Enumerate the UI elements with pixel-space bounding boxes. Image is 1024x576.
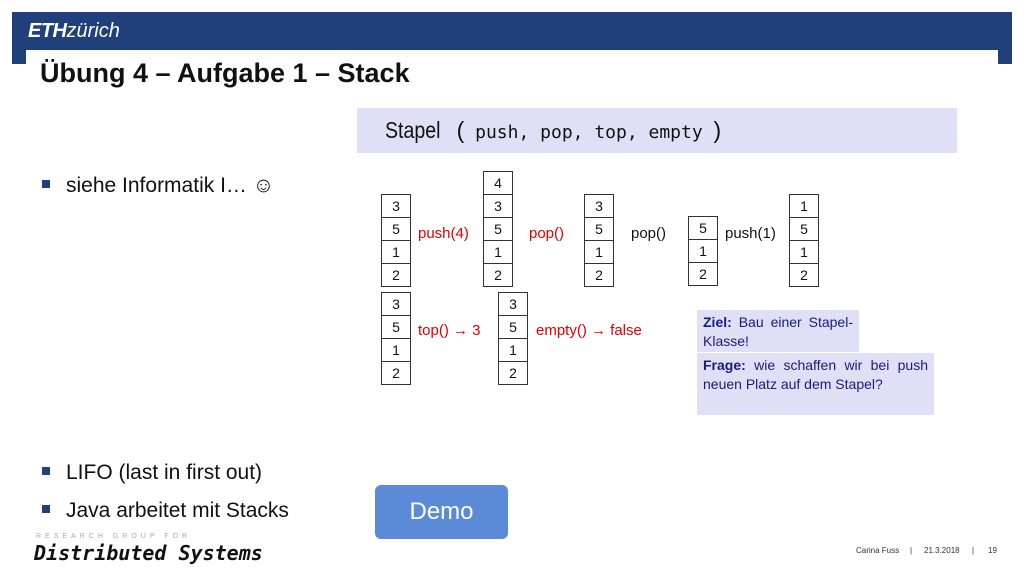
stapel-signature-box: Stapel ( push, pop, top, empty )	[357, 108, 957, 153]
stack-cell: 1	[688, 240, 718, 263]
stack-cell: 3	[498, 292, 528, 316]
bullet-1-text: siehe Informatik I… ☺	[66, 174, 275, 197]
stack-cell: 5	[584, 218, 614, 241]
ziel-text: Bau einer Stapel-Klasse!	[703, 314, 853, 349]
footer-sep-1: |	[910, 546, 913, 555]
eth-logo: ETHzürich	[28, 20, 120, 43]
footer-author: Carina Fuss	[856, 546, 900, 555]
stack-cell: 3	[381, 292, 411, 316]
stack-cell: 1	[381, 339, 411, 362]
header-bar: ETHzürich	[12, 12, 1012, 64]
slide-title: Übung 4 – Aufgabe 1 – Stack	[40, 58, 410, 88]
stack-cell: 2	[584, 264, 614, 287]
logo-bold: ETH	[28, 20, 67, 42]
stack-cell: 2	[381, 362, 411, 385]
stapel-open-paren: (	[456, 117, 465, 143]
footer-date: 21.3.2018	[924, 546, 960, 555]
bullet-3: Java arbeitet mit Stacks	[42, 499, 289, 523]
stack-cell: 5	[498, 316, 528, 339]
stack-cell: 5	[381, 218, 411, 241]
stack-cell: 5	[789, 218, 819, 241]
op-push1: push(1)	[725, 225, 776, 242]
research-group-label: RESEARCH GROUP FOR	[36, 533, 192, 540]
stack-cell: 1	[789, 194, 819, 218]
stack-cell: 4	[483, 171, 513, 195]
stack-cell: 2	[688, 263, 718, 286]
distributed-systems-logo: Distributed Systems	[34, 541, 263, 565]
stack-cell: 1	[381, 241, 411, 264]
header-notch-right	[998, 50, 1012, 64]
stapel-name: Stapel	[385, 117, 441, 143]
op-top: top() → 3	[418, 322, 481, 339]
stack-cell: 1	[789, 241, 819, 264]
stack-cell: 1	[483, 241, 513, 264]
bullet-1: siehe Informatik I… ☺	[42, 174, 274, 198]
ziel-note: Ziel: Bau einer Stapel-Klasse!	[697, 310, 859, 352]
stack-cell: 5	[688, 216, 718, 240]
stack-cell: 3	[584, 194, 614, 218]
bullet-2: LIFO (last in first out)	[42, 461, 262, 485]
bullet-square-icon	[42, 505, 50, 514]
logo-italic: zürich	[66, 20, 120, 42]
stapel-close-paren: )	[713, 117, 722, 143]
stack-cell: 5	[381, 316, 411, 339]
frage-label: Frage:	[703, 357, 746, 373]
stack-cell: 2	[381, 264, 411, 287]
stapel-signature: push, pop, top, empty	[464, 122, 714, 143]
op-pop2: pop()	[631, 225, 667, 242]
stack-cell: 5	[483, 218, 513, 241]
stack-cell: 3	[381, 194, 411, 218]
demo-button[interactable]: Demo	[375, 485, 508, 539]
stack-cell: 2	[789, 264, 819, 287]
frage-text: wie schaffen wir bei push neuen Platz au…	[703, 357, 928, 392]
bullet-square-icon	[42, 467, 50, 476]
footer-sep-2: |	[972, 546, 975, 555]
stack-cell: 1	[584, 241, 614, 264]
op-pop1: pop()	[529, 225, 565, 242]
op-empty: empty() → false	[536, 322, 642, 339]
stack-cell: 3	[483, 195, 513, 218]
header-notch-left	[12, 50, 26, 64]
stack-cell: 1	[498, 339, 528, 362]
frage-note: Frage: wie schaffen wir bei push neuen P…	[697, 353, 934, 415]
ziel-label: Ziel:	[703, 314, 732, 330]
stack-cell: 2	[483, 264, 513, 287]
footer-page: 19	[988, 546, 997, 555]
op-push4: push(4)	[418, 225, 469, 242]
stack-cell: 2	[498, 362, 528, 385]
bullet-3-text: Java arbeitet mit Stacks	[66, 499, 289, 522]
bullet-2-text: LIFO (last in first out)	[66, 461, 263, 484]
bullet-square-icon	[42, 180, 50, 189]
